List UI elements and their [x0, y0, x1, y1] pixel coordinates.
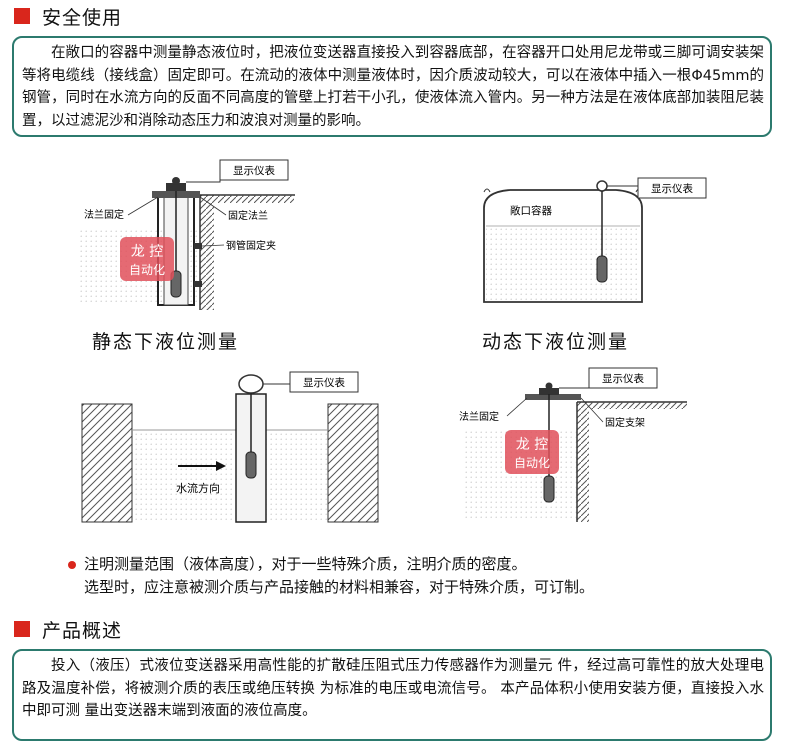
safety-text-box: 在敞口的容器中测量静态液位时，把液位变送器直接投入到容器底部，在容器开口处用尼龙…: [12, 36, 772, 137]
dynamic-display-label: 显示仪表: [651, 182, 693, 195]
watermark-line2: 自动化: [129, 263, 165, 277]
section-marker-icon: [14, 8, 30, 24]
bracket-measurement-diagram: 显示仪表 法兰固定 固定支架 龙 控 自动化: [459, 367, 687, 522]
static-fixed-flange-label: 固定法兰: [228, 209, 268, 222]
selection-note: 注明测量范围（液体高度），对于一些特殊介质，注明介质的密度。 选型时，应注意被测…: [84, 553, 594, 599]
watermark-icon: 龙 控 自动化: [120, 237, 174, 281]
flow-arrow-icon: [216, 461, 226, 471]
section-marker-icon: [14, 621, 30, 637]
overview-body: 投入（液压）式液位变送器采用高性能的扩散硅压阻式压力传感器作为测量元 件，经过高…: [22, 658, 764, 719]
dynamic-container-label: 敞口容器: [510, 204, 552, 217]
safety-section-header: 安全使用: [14, 3, 122, 29]
watermark-icon: 龙 控 自动化: [505, 430, 559, 474]
static-pipe-clamp-label: 钢管固定夹: [226, 239, 276, 252]
safety-body: 在敞口的容器中测量静态液位时，把液位变送器直接投入到容器底部，在容器开口处用尼龙…: [22, 45, 764, 129]
static-display-label: 显示仪表: [233, 164, 275, 177]
overview-section-header: 产品概述: [14, 616, 122, 642]
note-line-1: 注明测量范围（液体高度），对于一些特殊介质，注明介质的密度。: [84, 555, 527, 573]
watermark-line2: 自动化: [514, 456, 550, 470]
flow-display-label: 显示仪表: [303, 376, 345, 389]
dynamic-measurement-diagram: 敞口容器 显示仪表: [483, 177, 707, 303]
static-flange-fix-label: 法兰固定: [84, 208, 124, 221]
overview-text-box: 投入（液压）式液位变送器采用高性能的扩散硅压阻式压力传感器作为测量元 件，经过高…: [12, 649, 772, 741]
note-line-2: 选型时，应注意被测介质与产品接触的材料相兼容，对于特殊介质，可订制。: [84, 578, 595, 596]
flow-measurement-diagram: 显示仪表 水流方向: [81, 371, 379, 523]
watermark-line1: 龙 控: [131, 244, 163, 260]
bracket-flange-fix-label: 法兰固定: [459, 410, 499, 423]
static-caption: 静态下液位测量: [92, 331, 240, 353]
static-measurement-diagram: 显示仪表 法兰固定 固定法兰 钢管固定夹 龙 控 自动化: [80, 159, 295, 310]
bracket-display-label: 显示仪表: [602, 372, 644, 385]
bracket-bracket-label: 固定支架: [605, 416, 645, 429]
safety-title: 安全使用: [42, 6, 123, 29]
overview-title: 产品概述: [42, 619, 123, 642]
bullet-icon: [68, 561, 76, 569]
watermark-line1: 龙 控: [516, 437, 548, 453]
dynamic-caption: 动态下液位测量: [482, 331, 630, 353]
flow-direction-label: 水流方向: [176, 481, 220, 495]
